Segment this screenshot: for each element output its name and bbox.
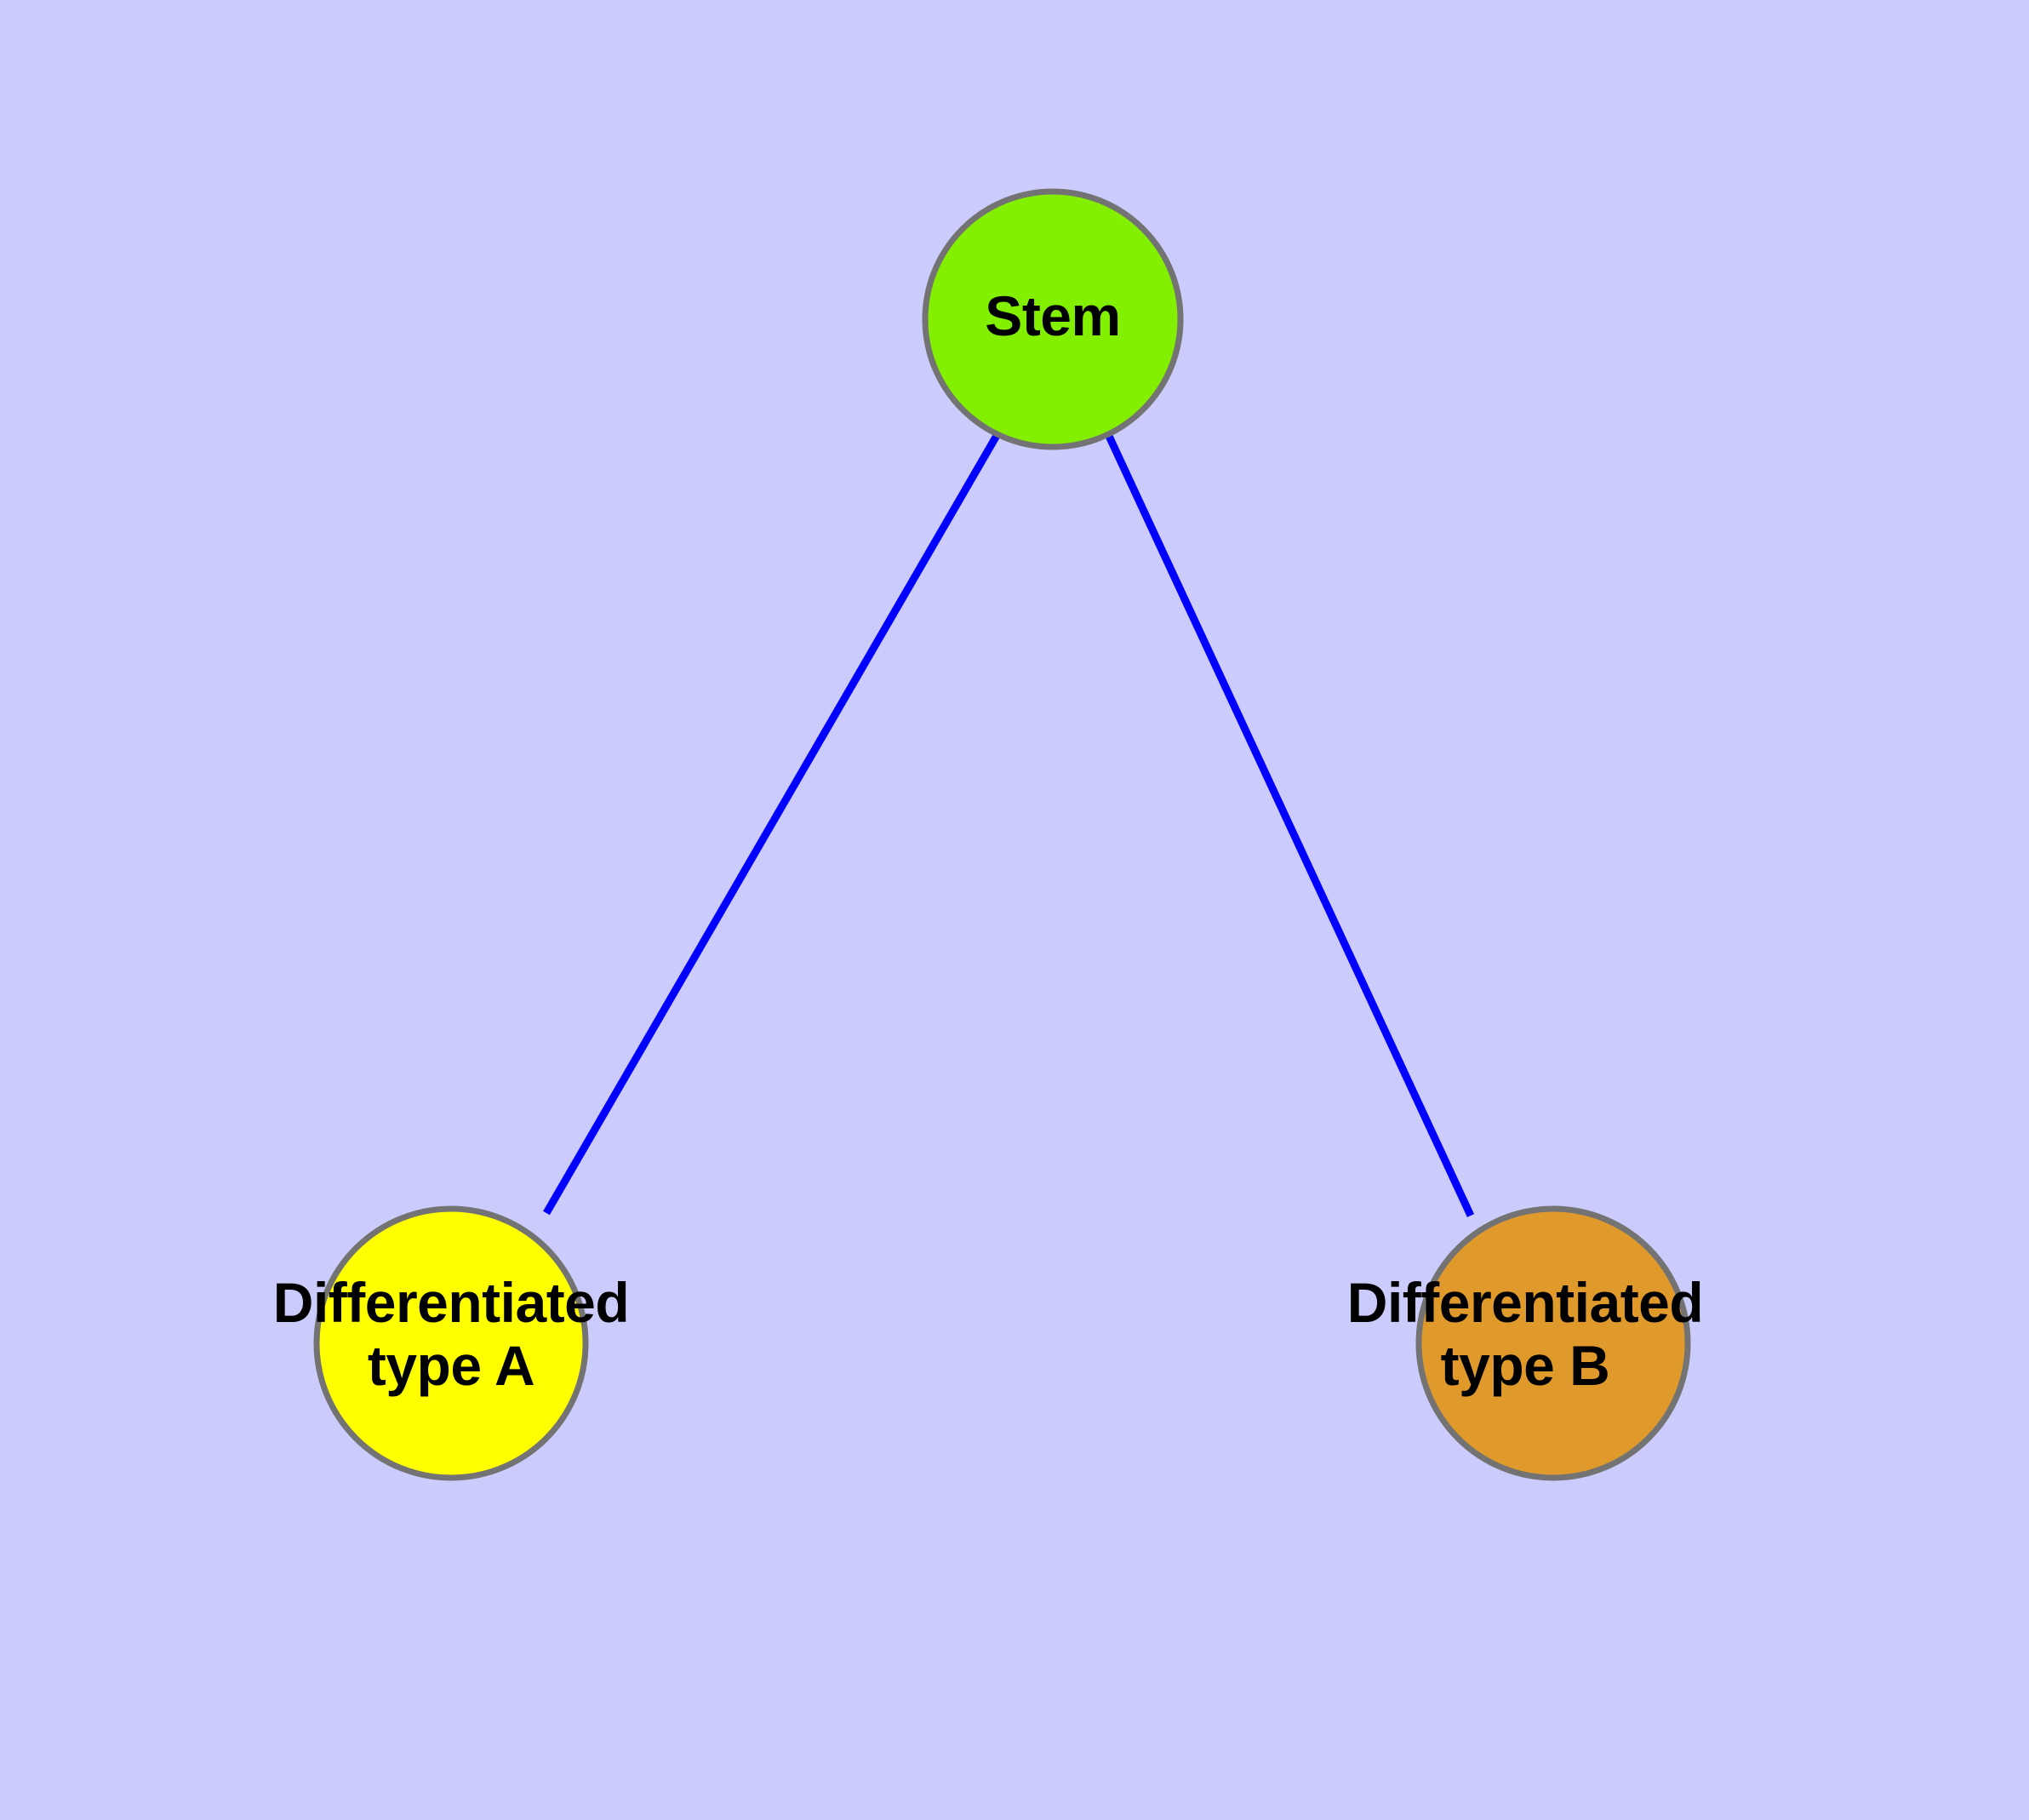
edge-stem-to-differentiated-type-b[interactable] [1104,432,1475,1217]
node-stem[interactable] [922,188,1184,450]
node-differentiated-type-a[interactable] [313,1205,589,1481]
node-differentiated-type-b[interactable] [1415,1205,1691,1481]
edge-stem-to-differentiated-type-a[interactable] [543,432,1001,1216]
edge-layer [543,432,1475,1217]
node-layer [313,188,1691,1481]
